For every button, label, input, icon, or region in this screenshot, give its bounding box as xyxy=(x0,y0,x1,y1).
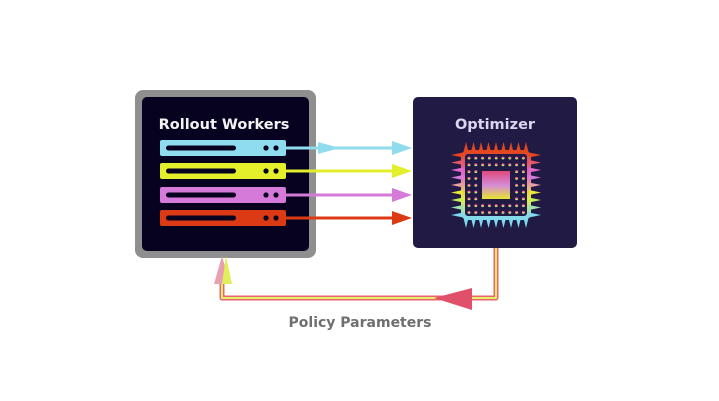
worker-arrow xyxy=(286,211,412,225)
rollout-workers-box: Rollout Workers xyxy=(135,90,316,258)
rollout-title: Rollout Workers xyxy=(159,117,290,133)
worker-server-icon xyxy=(160,210,286,226)
policy-parameters-loop: Policy Parameters xyxy=(214,248,499,331)
worker-arrow xyxy=(286,188,412,202)
worker-arrow xyxy=(286,141,412,155)
worker-arrows xyxy=(286,141,412,225)
optimizer-title: Optimizer xyxy=(455,117,536,133)
chip-icon xyxy=(451,142,541,228)
worker-server-icon xyxy=(160,187,286,203)
worker-server-icon xyxy=(160,163,286,179)
arrowhead-left-icon xyxy=(434,288,472,310)
worker-arrow xyxy=(286,164,412,178)
worker-server-icon xyxy=(160,140,286,156)
policy-parameters-label: Policy Parameters xyxy=(289,315,432,331)
optimizer-box: Optimizer xyxy=(413,97,577,248)
